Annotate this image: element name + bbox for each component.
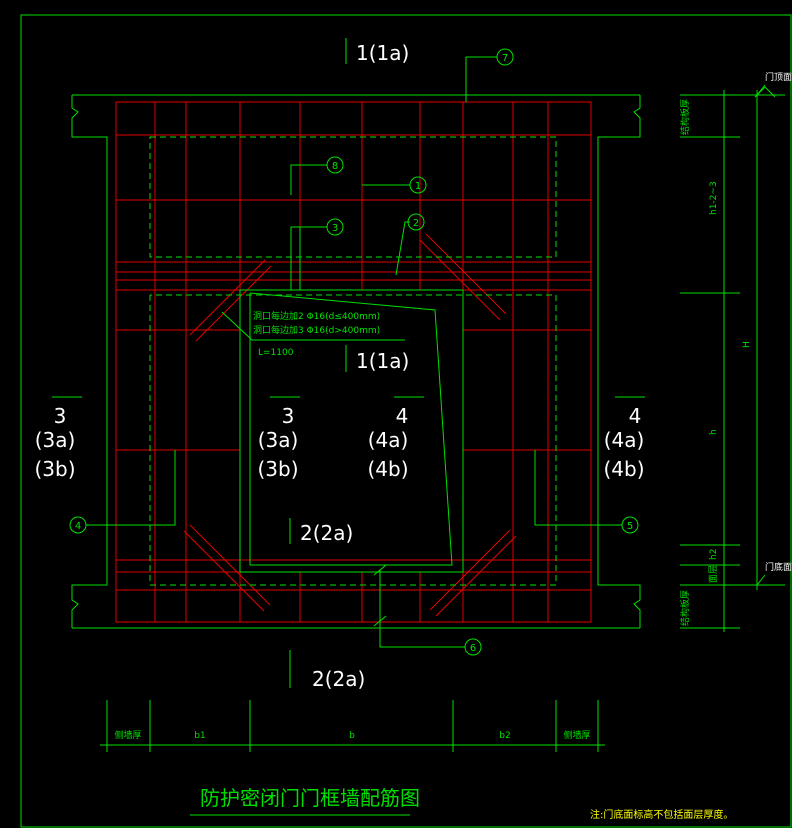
drawing-title: 防护密闭门门框墙配筋图 xyxy=(200,786,420,810)
callout-1: 1 xyxy=(415,181,421,192)
dim-finish: 面层 xyxy=(708,565,719,583)
right-inner-2: (4a) xyxy=(368,428,409,452)
note-line-2: 洞口每边加3 Φ16(d>400mm) xyxy=(253,324,380,336)
dim-b2: b2 xyxy=(499,731,510,741)
right-dimension xyxy=(680,84,785,632)
right-outer-2: (4a) xyxy=(604,428,645,452)
callout-leaders xyxy=(86,56,622,648)
section-marks xyxy=(52,38,645,688)
footnote: 注:门底面标高不包括面层厚度。 xyxy=(590,808,733,821)
wall-outline xyxy=(71,94,641,629)
dim-b1: b1 xyxy=(194,731,205,741)
callout-circles xyxy=(69,48,639,656)
dim-h1: h1-2~3 xyxy=(709,181,719,215)
note-length: L=1100 xyxy=(258,348,294,358)
callout-3: 3 xyxy=(332,223,338,234)
callout-7: 7 xyxy=(502,53,508,64)
frame-border xyxy=(20,14,792,828)
callout-8: 8 xyxy=(332,161,338,172)
dim-wall-left: 侧墙厚 xyxy=(114,729,141,741)
dim-h2: h2 xyxy=(709,549,719,560)
section-bot-in: 2(2a) xyxy=(300,521,353,545)
right-inner-3: (4b) xyxy=(367,457,408,481)
rebar-grid xyxy=(115,101,592,623)
left-outer-2: (3a) xyxy=(35,428,76,452)
left-inner-1: 3 xyxy=(282,404,295,428)
section-mid: 1(1a) xyxy=(356,349,409,373)
bottom-dimension xyxy=(100,700,605,752)
left-outer-1: 3 xyxy=(54,404,67,428)
dim-top-slab: 结构板厚 xyxy=(679,99,691,135)
note-line-1: 洞口每边加2 Φ16(d≤400mm) xyxy=(253,310,380,322)
left-inner-3: (3b) xyxy=(257,457,298,481)
section-bot-out: 2(2a) xyxy=(312,667,365,691)
dim-H: H xyxy=(742,341,752,348)
door-opening xyxy=(239,289,464,573)
dim-bottom-slab: 结构板厚 xyxy=(679,590,691,626)
callout-4: 4 xyxy=(75,521,81,532)
callout-6: 6 xyxy=(470,643,476,654)
dim-h: h xyxy=(709,429,719,435)
left-inner-2: (3a) xyxy=(258,428,299,452)
dim-wall-right: 侧墙厚 xyxy=(563,729,590,741)
right-outer-3: (4b) xyxy=(603,457,644,481)
right-inner-1: 4 xyxy=(396,404,409,428)
callout-5: 5 xyxy=(627,521,633,532)
door-top-label: 门顶面 xyxy=(765,71,792,83)
door-bottom-label: 门底面 xyxy=(765,561,792,573)
dim-b: b xyxy=(349,731,355,741)
right-outer-1: 4 xyxy=(629,404,642,428)
dashed-outlines xyxy=(149,136,557,586)
left-outer-3: (3b) xyxy=(34,457,75,481)
callout-2: 2 xyxy=(413,218,419,229)
section-top: 1(1a) xyxy=(356,41,409,65)
